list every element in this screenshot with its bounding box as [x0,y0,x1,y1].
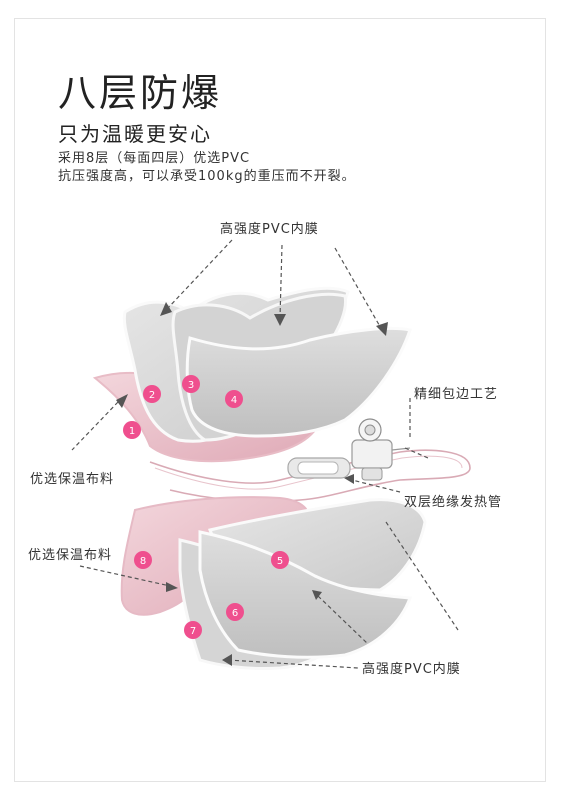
svg-text:7: 7 [190,626,196,637]
svg-text:1: 1 [129,426,135,437]
layer-badge-1: 1 [123,421,141,439]
svg-text:6: 6 [232,608,238,619]
description-line-1: 采用8层（每面四层）优选PVC [58,151,251,166]
label-fabric-top: 优选保温布料 [30,472,115,487]
upper-pvc-layer-4 [185,326,412,438]
layer-badge-4: 4 [225,390,243,408]
svg-text:5: 5 [277,556,283,567]
heating-wire [149,449,471,503]
layer-badge-3: 3 [182,375,200,393]
description: 采用8层（每面四层）优选PVC 抗压强度高，可以承受100kg的重压而不开裂。 [58,150,356,186]
page-subtitle: 只为温暖更安心 [58,122,212,146]
layer-badge-8: 8 [134,551,152,569]
pointer-lines [71,239,459,669]
layer-badges: 1 2 3 4 5 6 7 8 [123,375,289,639]
svg-text:8: 8 [140,556,146,567]
description-line-2: 抗压强度高，可以承受100kg的重压而不开裂。 [58,169,356,184]
page-title: 八层防爆 [58,71,223,115]
layer-badge-5: 5 [271,551,289,569]
heating-element [287,418,411,481]
label-edge-craft: 精细包边工艺 [414,387,499,402]
svg-text:3: 3 [188,380,194,391]
layer-badge-6: 6 [226,603,244,621]
svg-text:4: 4 [231,395,237,406]
pointer-heads [116,302,388,666]
page-frame [14,18,546,782]
label-pvc-bottom: 高强度PVC内膜 [362,662,461,677]
layer-badge-7: 7 [184,621,202,639]
label-pvc-top: 高强度PVC内膜 [220,222,319,237]
svg-text:2: 2 [149,390,155,401]
lower-pvc-layer-6 [198,530,413,659]
label-heating-tube: 双层绝缘发热管 [404,495,503,510]
layer-badge-2: 2 [143,385,161,403]
label-fabric-bottom: 优选保温布料 [28,548,113,563]
